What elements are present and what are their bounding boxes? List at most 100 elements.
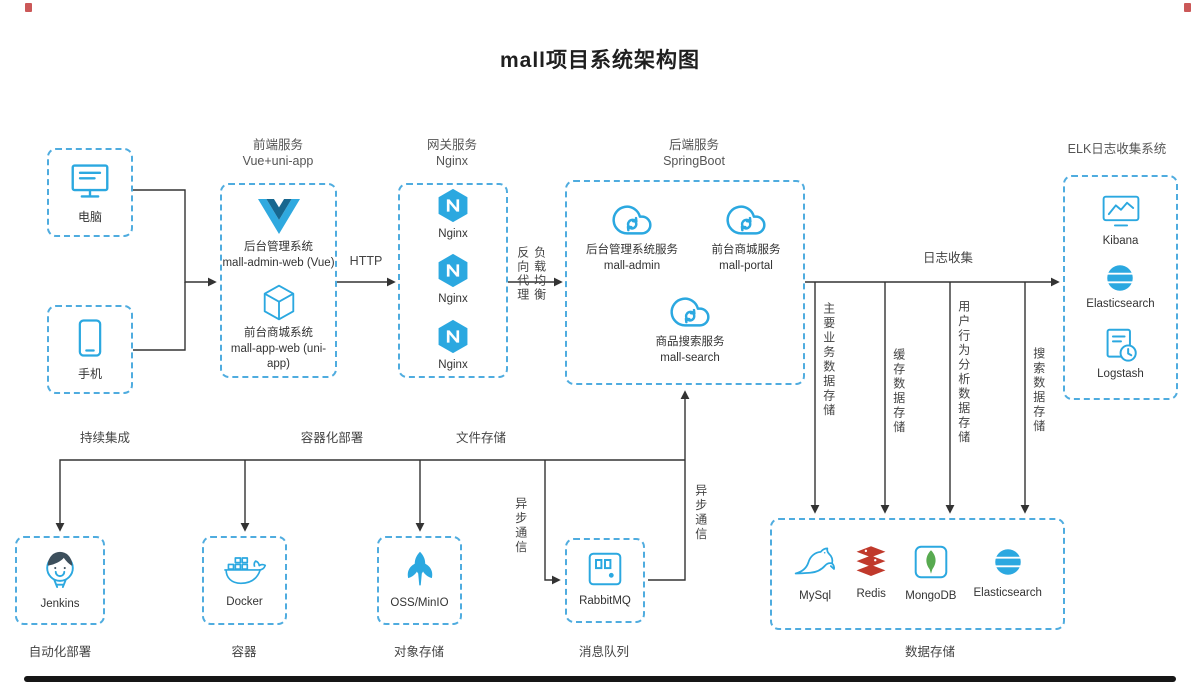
- deploy-edge-label: 容器化部署: [300, 431, 364, 445]
- frontend-app-name: 前台商城系统: [244, 327, 313, 340]
- uniapp-cube-icon: [262, 284, 296, 321]
- elasticsearch-icon: [993, 547, 1023, 577]
- oss-label: OSS/MinIO: [390, 597, 449, 610]
- elasticsearch-item: Elasticsearch: [1086, 263, 1155, 313]
- monitor-icon: [68, 161, 112, 201]
- storage-caption: 数据存储: [904, 645, 956, 659]
- nginx-item-1: Nginx: [437, 188, 469, 243]
- edge-phone-to-frontend: [133, 282, 186, 351]
- mongodb-item: MongoDB: [905, 544, 956, 605]
- logstash-label: Logstash: [1097, 367, 1144, 380]
- bottom-edge-bar: [24, 676, 1176, 682]
- redis-label: Redis: [856, 588, 886, 601]
- backend-services-box: 后台管理系统服务 mall-admin 前台商城服务 mall-portal 商…: [565, 180, 805, 385]
- diagram-title: mall项目系统架构图: [499, 49, 701, 72]
- edge-backend-to-jenkins: [55, 459, 685, 532]
- gateway-group-label: 网关服务 Nginx: [427, 137, 477, 170]
- elasticsearch-store-label: Elasticsearch: [973, 586, 1042, 599]
- svc-portal-sub: mall-portal: [719, 259, 773, 272]
- svc-portal: 前台商城服务 mall-portal: [693, 200, 799, 274]
- svc-search: 商品搜索服务 mall-search: [635, 292, 745, 366]
- cloud-service-icon: [667, 292, 713, 332]
- edge-to-rabbitmq: [544, 460, 561, 585]
- async-right-edge-label: 异步通信: [693, 484, 708, 542]
- frontend-admin-text: 后台管理系统 mall-admin-web (Vue): [222, 240, 334, 271]
- gateway-box: Nginx Nginx Nginx: [398, 183, 508, 378]
- svc-search-sub: mall-search: [660, 351, 720, 364]
- store-search-edge-label: 搜索数据存储: [1031, 347, 1046, 434]
- kibana-item: Kibana: [1101, 193, 1141, 250]
- elasticsearch-icon: [1105, 263, 1135, 293]
- oss-caption: 对象存储: [393, 645, 445, 659]
- pc-node: 电脑: [47, 148, 133, 237]
- logstash-icon: [1104, 327, 1138, 363]
- svc-admin: 后台管理系统服务 mall-admin: [577, 200, 687, 274]
- jenkins-icon: [41, 548, 79, 590]
- http-edge-label: HTTP: [349, 254, 383, 268]
- jenkins-node: Jenkins: [15, 536, 105, 625]
- backend-group-label: 后端服务 SpringBoot: [663, 137, 725, 170]
- svc-search-text: 商品搜索服务 mall-search: [656, 335, 725, 366]
- store-behavior-edge-label: 用户行为分析数据存储: [956, 300, 971, 445]
- elk-box: Kibana Elasticsearch Logstash: [1063, 175, 1178, 400]
- redis-icon: [854, 545, 888, 578]
- frontend-services-box: 后台管理系统 mall-admin-web (Vue) 前台商城系统 mall-…: [220, 183, 337, 378]
- frontend-group-label-line2: Vue+uni-app: [242, 154, 314, 169]
- oss-node: OSS/MinIO: [377, 536, 462, 625]
- rabbitmq-icon: [587, 551, 623, 587]
- phone-icon: [78, 318, 102, 358]
- frontend-app-text: 前台商城系统 mall-app-web (uni-app): [222, 326, 335, 373]
- docker-icon: [222, 551, 268, 588]
- frontend-group-label: 前端服务 Vue+uni-app: [243, 137, 314, 170]
- async-left-edge-label: 异步通信: [513, 497, 528, 555]
- nginx-icon: [437, 253, 469, 288]
- nginx-label-2: Nginx: [438, 293, 468, 306]
- frontend-admin-name: 后台管理系统: [244, 241, 313, 253]
- svc-portal-name: 前台商城服务: [711, 244, 781, 256]
- kibana-label: Kibana: [1102, 234, 1139, 247]
- frontend-admin-sub: mall-admin-web (Vue): [222, 256, 335, 269]
- nginx-label-3: Nginx: [438, 358, 468, 371]
- backend-group-label-line2: SpringBoot: [663, 154, 725, 169]
- nginx-label-1: Nginx: [438, 227, 468, 240]
- docker-label: Docker: [226, 595, 263, 608]
- rabbitmq-caption: 消息队列: [578, 645, 630, 659]
- edge-rabbitmq-to-backend: [648, 390, 690, 581]
- kibana-icon: [1101, 193, 1141, 230]
- store-main-edge-label: 主要业务数据存储: [821, 302, 836, 418]
- backend-group-label-line1: 后端服务: [668, 138, 720, 152]
- reverse-proxy-edge-label: 反向代理 负载均衡: [514, 246, 548, 302]
- svc-admin-name: 后台管理系统服务: [586, 244, 678, 256]
- store-cache-edge-label: 缓存数据存储: [891, 348, 906, 435]
- svc-admin-text: 后台管理系统服务 mall-admin: [586, 243, 678, 274]
- reverse-proxy-line1: 反向代理: [515, 246, 530, 302]
- redis-item: Redis: [854, 545, 888, 603]
- gateway-group-label-line1: 网关服务: [426, 138, 478, 152]
- frontend-group-label-line1: 前端服务: [252, 138, 303, 152]
- elasticsearch-label: Elasticsearch: [1086, 298, 1155, 311]
- data-storage-box: MySql Redis MongoDB Elasticsearch: [770, 518, 1065, 630]
- frontend-app-sub: mall-app-web (uni-app): [230, 342, 327, 371]
- mongodb-leaf-icon: [913, 544, 949, 580]
- rabbitmq-node: RabbitMQ: [565, 538, 645, 623]
- ci-edge-label: 持续集成: [79, 431, 131, 445]
- svc-search-name: 商品搜索服务: [655, 336, 725, 348]
- mysql-item: MySql: [793, 544, 837, 605]
- minio-bird-icon: [400, 549, 440, 589]
- cloud-service-icon: [723, 200, 769, 240]
- nginx-item-2: Nginx: [437, 253, 469, 308]
- elasticsearch-store-item: Elasticsearch: [974, 547, 1042, 602]
- edge-pc-to-frontend: [133, 189, 217, 287]
- elk-group-label-line1: ELK日志收集系统: [1067, 142, 1167, 156]
- pc-label: 电脑: [77, 209, 102, 224]
- jenkins-caption: 自动化部署: [28, 645, 92, 659]
- nginx-icon: [437, 188, 469, 223]
- docker-node: Docker: [202, 536, 287, 625]
- cloud-service-icon: [609, 200, 655, 240]
- nginx-item-3: Nginx: [437, 319, 469, 374]
- gateway-group-label-line2: Nginx: [436, 154, 468, 169]
- logstash-item: Logstash: [1097, 327, 1144, 383]
- rabbitmq-label: RabbitMQ: [579, 595, 631, 608]
- mongodb-label: MongoDB: [905, 589, 957, 602]
- svc-admin-sub: mall-admin: [603, 259, 661, 272]
